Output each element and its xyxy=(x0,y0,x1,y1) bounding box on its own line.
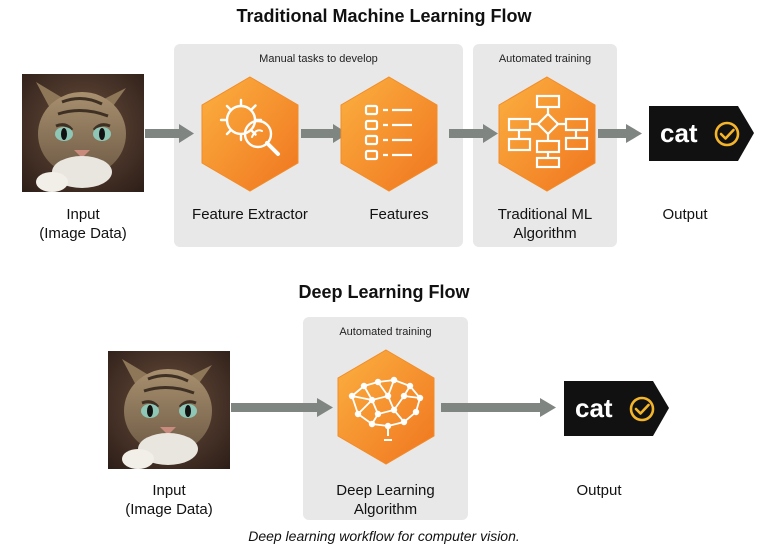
feature-extractor-label: Feature Extractor xyxy=(192,206,308,223)
output-tag-top: cat xyxy=(649,106,754,161)
input-label-bottom-line1: Input xyxy=(152,482,186,499)
automated-training-label-bottom: Automated training xyxy=(339,326,432,338)
gear-magnifier-icon xyxy=(219,98,280,156)
arrow-input-to-extractor xyxy=(145,124,194,143)
input-label-top-line1: Input xyxy=(66,206,100,223)
manual-tasks-label: Manual tasks to develop xyxy=(259,53,378,65)
arrow-input-to-deep-learning xyxy=(231,398,333,417)
figure-caption: Deep learning workflow for computer visi… xyxy=(248,528,520,544)
output-label-bottom: Output xyxy=(576,482,622,499)
input-label-bottom: Input (Image Data) xyxy=(108,481,230,519)
traditional-ml-label-line2: Algorithm xyxy=(513,225,577,242)
deep-learning-label-line2: Algorithm xyxy=(353,501,418,518)
features-node xyxy=(340,76,438,192)
deep-learning-node xyxy=(337,349,435,465)
input-label-top-line2: (Image Data) xyxy=(39,225,127,242)
traditional-ml-node xyxy=(498,76,596,192)
cat-photo-bottom xyxy=(108,351,230,469)
output-tag-text-top: cat xyxy=(660,118,698,148)
output-tag-bottom: cat xyxy=(564,381,669,436)
list-icon xyxy=(364,104,412,161)
traditional-ml-label-line1: Traditional ML xyxy=(497,206,593,223)
check-circle-icon xyxy=(714,121,740,147)
deep-learning-label-line1: Deep Learning xyxy=(336,482,435,499)
arrow-deep-learning-to-output xyxy=(441,398,556,417)
cat-photo-top xyxy=(22,74,144,192)
deep-learning-label: Deep Learning Algorithm xyxy=(303,481,468,519)
traditional-ml-label: Traditional ML Algorithm xyxy=(473,205,617,243)
output-tag-text-bottom: cat xyxy=(575,393,613,423)
input-label-top: Input (Image Data) xyxy=(22,205,144,243)
check-circle-icon xyxy=(629,396,655,422)
neural-network-icon xyxy=(348,376,424,441)
input-label-bottom-line2: (Image Data) xyxy=(125,501,213,518)
features-label: Features xyxy=(369,206,429,223)
arrow-algorithm-to-output xyxy=(598,124,642,143)
flowchart-icon xyxy=(507,94,589,169)
automated-training-label-top: Automated training xyxy=(498,53,592,65)
deep-learning-flow-title: Deep Learning Flow xyxy=(298,282,470,302)
arrow-features-to-algorithm xyxy=(449,124,498,143)
feature-extractor-node xyxy=(201,76,299,192)
output-label-top: Output xyxy=(662,206,708,223)
traditional-flow-title: Traditional Machine Learning Flow xyxy=(236,6,532,26)
